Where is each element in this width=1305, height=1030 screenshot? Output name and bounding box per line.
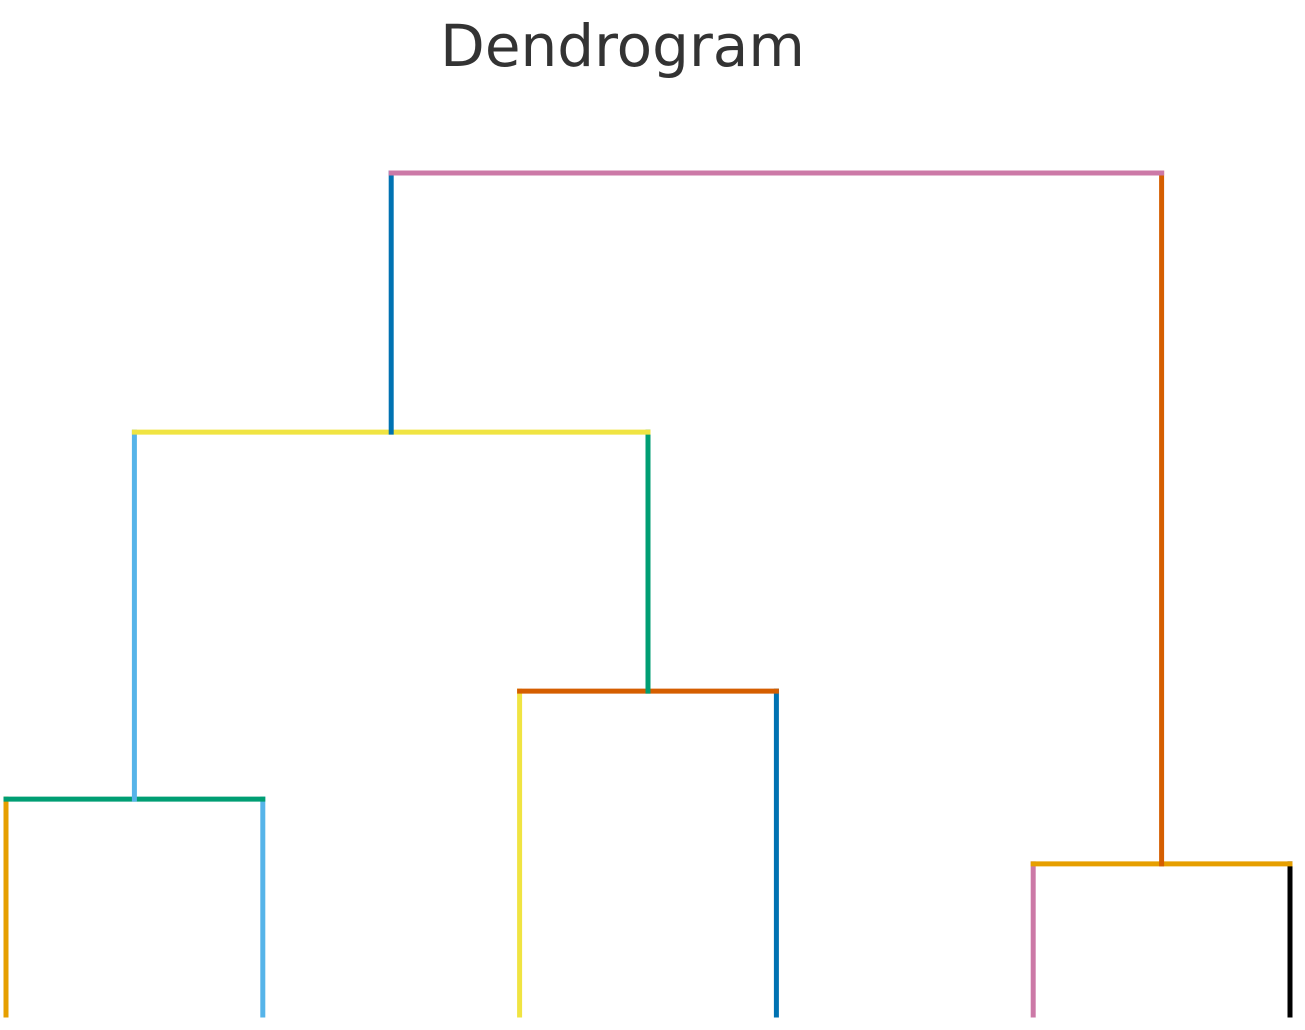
chart-title: Dendrogram — [440, 12, 805, 80]
